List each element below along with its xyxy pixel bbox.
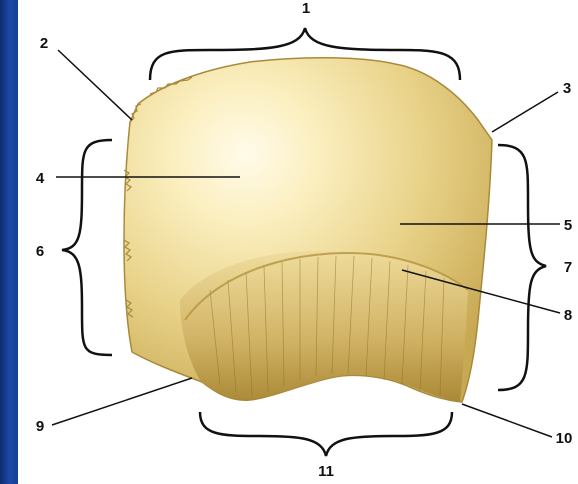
brace-left <box>62 140 112 355</box>
label-4: 4 <box>36 170 45 187</box>
label-1: 1 <box>302 0 310 17</box>
label-7: 7 <box>564 259 572 276</box>
label-10: 10 <box>556 430 573 447</box>
label-2: 2 <box>40 35 48 52</box>
label-3: 3 <box>563 80 571 97</box>
lower-striated-region <box>180 251 468 402</box>
label-8: 8 <box>564 307 572 324</box>
label-5: 5 <box>564 217 572 234</box>
label-11: 11 <box>318 463 334 480</box>
label-9: 9 <box>36 418 44 435</box>
brace-right <box>498 145 546 390</box>
brace-bottom <box>200 412 452 456</box>
label-6: 6 <box>36 243 44 260</box>
